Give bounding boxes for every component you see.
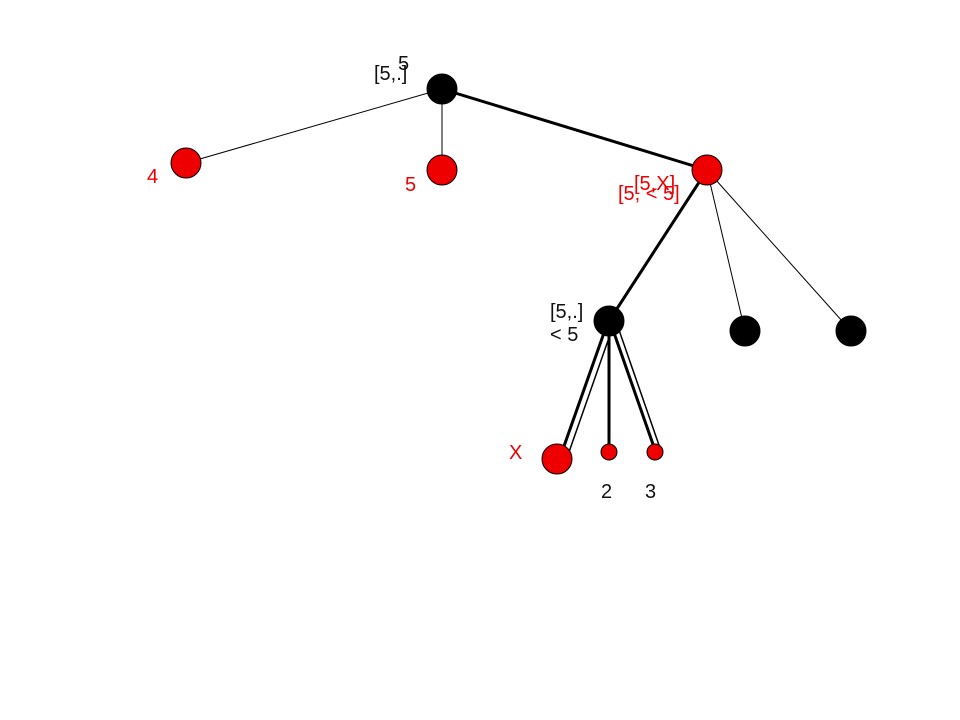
right-node-interval-updated-label: [5, < 5] xyxy=(618,183,680,205)
middle-leaf-value-label: 5 xyxy=(405,174,416,196)
edge-sub-node-pruned-leaf xyxy=(561,329,607,450)
middle-leaf-node xyxy=(426,154,458,186)
right-node-interval-label: [5,X] xyxy=(634,173,675,195)
edge-sub-node-pruned-leaf-outline xyxy=(568,331,612,453)
left-leaf-node xyxy=(170,147,202,179)
small-leaf-2-value-label: 3 xyxy=(645,481,656,503)
edge-root-left-leaf xyxy=(185,88,443,164)
black-leaf-node-1 xyxy=(729,315,761,347)
edge-root-right-node xyxy=(441,87,708,172)
edge-right-node-black-leaf-2 xyxy=(706,169,852,332)
black-leaf-node-2 xyxy=(835,315,867,347)
small-leaf-1-value-label: 2 xyxy=(601,481,612,503)
root-node xyxy=(426,73,458,105)
small-leaf-node-2 xyxy=(646,443,664,461)
sub-node xyxy=(593,305,625,337)
edge-right-node-sub-node xyxy=(607,169,709,322)
small-leaf-node-1 xyxy=(600,443,618,461)
root-interval-label: [5,.] xyxy=(374,63,407,85)
edge-right-node-black-leaf-1 xyxy=(706,169,746,332)
tree-nodes xyxy=(170,73,867,475)
pruned-leaf-node xyxy=(541,443,573,475)
sub-node-interval-label: [5,.] xyxy=(550,301,583,323)
left-leaf-value-label: 4 xyxy=(147,166,158,188)
edge-sub-node-small-leaf-2 xyxy=(611,329,657,451)
tree-labels: 5 [5,.] 4 5 [5,X] [5, < 5] [5,.] < 5 X 2… xyxy=(147,53,680,503)
tree-edges xyxy=(185,87,852,453)
edge-sub-node-small-leaf-2-outline xyxy=(618,329,661,449)
pruned-leaf-mark-label: X xyxy=(509,442,522,464)
root-value-label: 5 xyxy=(398,53,409,75)
sub-node-bound-label: < 5 xyxy=(550,324,578,346)
right-node xyxy=(691,154,723,186)
